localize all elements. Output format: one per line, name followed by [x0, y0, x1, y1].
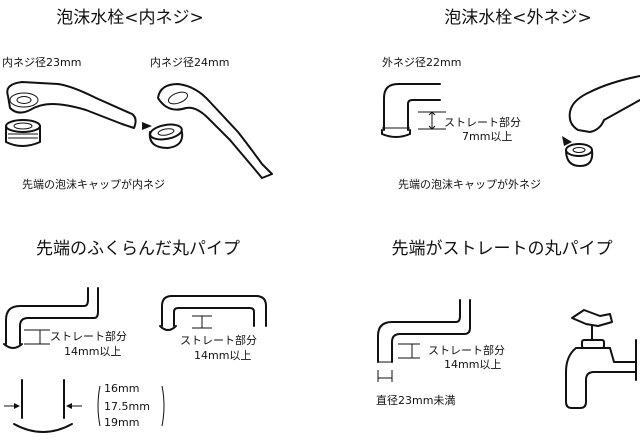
- flared-straight-label-a: ストレート部分: [50, 329, 127, 343]
- faucet-inner-24-icon: [142, 83, 273, 179]
- flared-straight-length-b: 14mm以上: [194, 349, 251, 362]
- faucet-outer-icon: [381, 83, 446, 138]
- straight-straight-length: 14mm以上: [444, 358, 501, 371]
- inner-thread-23-label: 内ネジ径23mm: [2, 55, 81, 69]
- flared-straight-label-b: ストレート部分: [180, 333, 257, 347]
- diameter-19: 19mm: [104, 416, 139, 429]
- faucet-inner-23-icon: [5, 81, 137, 147]
- faucet-outer-right-icon: [562, 75, 640, 167]
- straight-straight-label: ストレート部分: [428, 343, 505, 357]
- outer-straight-label: ストレート部分: [444, 115, 521, 129]
- wall-tap-icon: [565, 309, 637, 409]
- inner-thread-title: 泡沫水栓<内ネジ>: [56, 8, 204, 28]
- diameter-17-5: 17.5mm: [104, 400, 150, 413]
- diameter-16: 16mm: [104, 382, 139, 395]
- straight-diameter-label: 直径23mm未満: [376, 393, 455, 407]
- outer-thread-caption: 先端の泡沫キャップが外ネジ: [398, 177, 541, 191]
- pipe-end-icon: [4, 379, 165, 433]
- outer-straight-length: 7mm以上: [462, 130, 512, 143]
- inner-thread-24-label: 内ネジ径24mm: [150, 55, 229, 69]
- pipe-bent-icon: [3, 287, 99, 349]
- pipe-u-icon: [159, 295, 267, 331]
- straight-pipe-title: 先端がストレートの丸パイプ: [392, 239, 613, 259]
- pipe-straight-icon: [377, 299, 471, 382]
- flared-straight-length-a: 14mm以上: [64, 345, 121, 358]
- outer-thread-title: 泡沫水栓<外ネジ>: [444, 8, 592, 28]
- flared-pipe-title: 先端のふくらんだ丸パイプ: [36, 239, 240, 259]
- inner-thread-caption: 先端の泡沫キャップが内ネジ: [22, 177, 165, 191]
- outer-thread-22-label: 外ネジ径22mm: [382, 56, 461, 69]
